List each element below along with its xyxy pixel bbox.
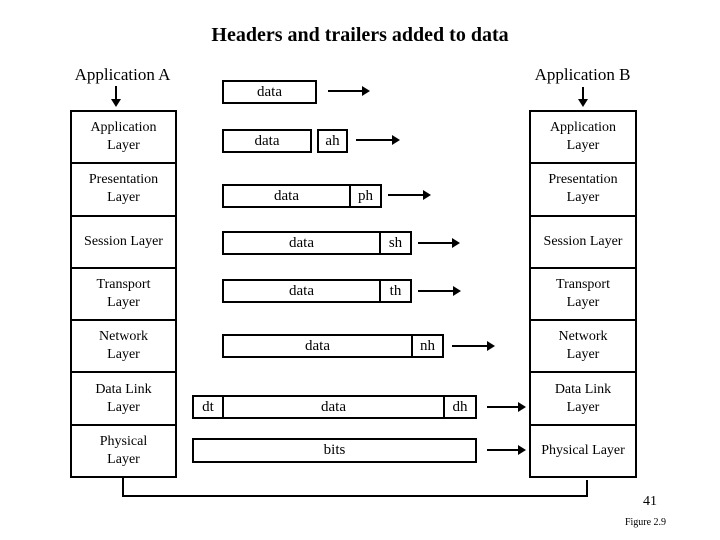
pdu-row-network: data nh <box>222 334 444 358</box>
layer-label: Data Link Layer <box>95 381 152 415</box>
layer-box-session-b: Session Layer <box>529 214 637 269</box>
figure-caption: Figure 2.9 <box>624 517 667 528</box>
arrow-right-physical-icon <box>487 445 526 455</box>
pdu-box-ah: ah <box>317 129 348 153</box>
layer-label: Network Layer <box>558 329 608 363</box>
layer-box-network-b: Network Layer <box>529 319 637 374</box>
pdu-row-datalink: dt data dh <box>192 395 477 419</box>
pdu-segment-data: data <box>289 283 314 299</box>
page-number: 41 <box>643 494 657 509</box>
pdu-box: data th <box>222 279 412 303</box>
layer-box-application-b: Application Layer <box>529 110 637 165</box>
arrow-right-transport-icon <box>418 286 461 296</box>
pdu-segment-data: data <box>305 338 330 354</box>
layer-label: Transport Layer <box>556 276 610 310</box>
pdu-box: data ph <box>222 184 382 208</box>
layer-label: Transport Layer <box>96 276 151 310</box>
layer-box-datalink-b: Data Link Layer <box>529 371 637 426</box>
pdu-segment-nh: nh <box>411 336 442 356</box>
arrow-down-application-a-icon <box>111 86 121 107</box>
pdu-segment-data: data <box>321 399 346 415</box>
layer-label: Data Link Layer <box>554 381 612 415</box>
pdu-row-transport: data th <box>222 279 412 303</box>
protocol-stack-b: Application Layer Presentation Layer Ses… <box>529 110 637 478</box>
arrow-right-top-icon <box>328 86 370 96</box>
layer-box-datalink-a: Data Link Layer <box>70 371 177 426</box>
pdu-box-data: data <box>222 80 317 104</box>
bracket-right-tick <box>586 480 588 497</box>
arrow-right-network-icon <box>452 341 495 351</box>
layer-box-transport-a: Transport Layer <box>70 266 177 322</box>
layer-label: Physical Layer <box>541 442 625 458</box>
layer-box-session-a: Session Layer <box>70 214 177 269</box>
arrow-right-presentation-icon <box>388 190 431 200</box>
pdu-box: data sh <box>222 231 412 255</box>
layer-label: Application Layer <box>90 120 157 154</box>
bracket-left-tick <box>122 478 124 497</box>
pdu-segment-data: data <box>289 235 314 251</box>
pdu-row-presentation: data ph <box>222 184 382 208</box>
layer-box-physical-b: Physical Layer <box>529 423 637 478</box>
protocol-stack-a: Application Layer Presentation Layer Ses… <box>70 110 177 478</box>
arrow-down-application-b-icon <box>578 87 588 107</box>
layer-box-application-a: Application Layer <box>70 110 177 165</box>
pdu-box-bits: bits <box>192 438 477 463</box>
layer-box-presentation-a: Presentation Layer <box>70 162 177 217</box>
application-a-label: Application A <box>74 65 171 84</box>
pdu-segment-th: th <box>379 281 410 301</box>
arrow-right-session-icon <box>418 238 460 248</box>
layer-label: Presentation Layer <box>548 172 618 206</box>
pdu-row-session: data sh <box>222 231 412 255</box>
pdu-box-data: data <box>222 129 312 153</box>
pdu-segment-dh: dh <box>443 397 475 417</box>
pdu-segment-ph: ph <box>349 186 380 206</box>
pdu-box: dt data dh <box>192 395 477 419</box>
layer-label: Session Layer <box>84 233 163 249</box>
layer-label: Physical Layer <box>99 433 148 467</box>
pdu-row-physical: bits <box>192 438 477 463</box>
layer-label: Network Layer <box>99 329 148 363</box>
layer-label: Presentation Layer <box>88 172 159 206</box>
pdu-segment-data: data <box>274 188 299 204</box>
arrow-right-datalink-icon <box>487 402 526 412</box>
pdu-row-top: data <box>222 80 317 104</box>
pdu-box: data nh <box>222 334 444 358</box>
arrow-right-application-icon <box>356 135 400 145</box>
layer-box-network-a: Network Layer <box>70 319 177 374</box>
layer-box-transport-b: Transport Layer <box>529 266 637 322</box>
pdu-segment-dt: dt <box>194 397 224 417</box>
layer-label: Application Layer <box>549 120 617 154</box>
page-title: Headers and trailers added to data <box>211 24 509 46</box>
layer-label: Session Layer <box>543 233 623 249</box>
application-b-label: Application B <box>534 65 631 84</box>
layer-box-presentation-b: Presentation Layer <box>529 162 637 217</box>
bracket-horizontal-line <box>122 495 588 497</box>
layer-box-physical-a: Physical Layer <box>70 423 177 478</box>
pdu-row-application: data ah <box>222 129 348 153</box>
pdu-segment-sh: sh <box>379 233 410 253</box>
